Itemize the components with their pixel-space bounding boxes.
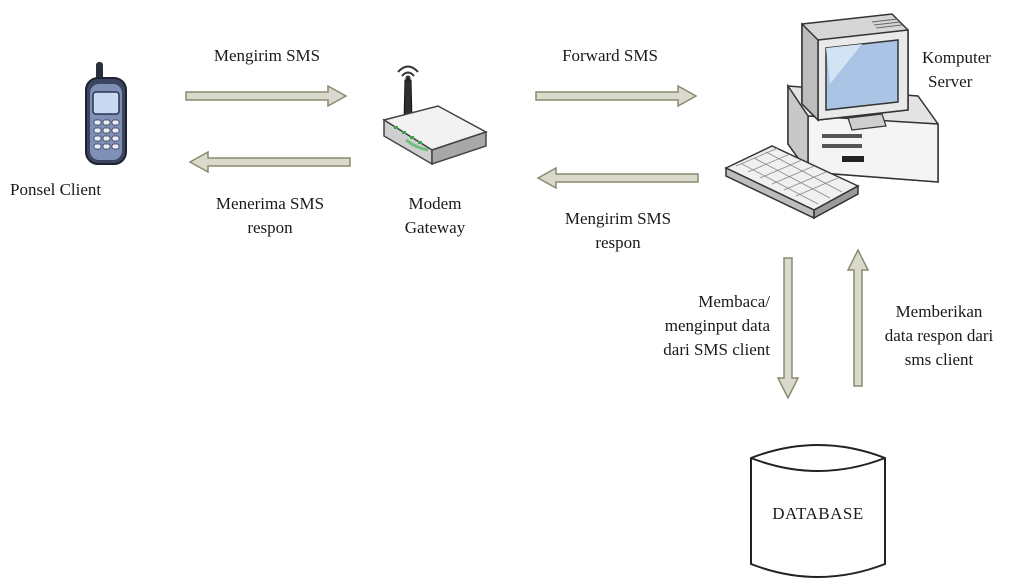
arrow-db-to-server xyxy=(846,248,870,387)
memberikan-line-1: Memberikan xyxy=(895,302,983,321)
modem-router-icon xyxy=(382,65,488,166)
arrow-label-forward-sms: Forward SMS xyxy=(562,46,658,65)
database-label: DATABASE xyxy=(772,504,864,523)
server-label-line-2: Server xyxy=(928,72,973,91)
arrow-modem-to-phone xyxy=(188,150,351,174)
membaca-line-3: dari SMS client xyxy=(663,340,770,359)
memberikan-line-3: sms client xyxy=(904,350,974,369)
database-cylinder-icon xyxy=(750,444,886,578)
phone-client-label: Ponsel Client xyxy=(10,180,102,199)
arrow-label-mengirim-sms-respon: Mengirim SMS respon xyxy=(528,207,708,255)
server-label-line-1: Komputer xyxy=(922,48,991,67)
membaca-line-1: Membaca/ xyxy=(698,292,770,311)
arrow-label-membaca-menginput: Membaca/ menginput data dari SMS client xyxy=(580,290,770,362)
mobile-phone-icon xyxy=(85,62,127,165)
computer-server-icon xyxy=(724,13,939,220)
modem-label-line-2: Gateway xyxy=(404,218,466,237)
mengirim-respon-line-2: respon xyxy=(595,233,641,252)
mengirim-respon-line-1: Mengirim SMS xyxy=(564,209,672,228)
arrow-server-to-modem xyxy=(536,166,699,190)
memberikan-line-2: data respon dari xyxy=(884,326,994,345)
arrow-label-memberikan-data: Memberikan data respon dari sms client xyxy=(864,300,1014,372)
menerima-line-2: respon xyxy=(247,218,293,237)
modem-label-line-1: Modem xyxy=(408,194,462,213)
arrow-server-to-db xyxy=(776,257,800,400)
arrow-label-menerima-sms-respon: Menerima SMS respon xyxy=(180,192,360,240)
arrow-phone-to-modem xyxy=(185,84,348,108)
computer-server-label: Komputer Server xyxy=(922,46,991,94)
membaca-line-2: menginput data xyxy=(664,316,770,335)
arrow-label-mengirim-sms: Mengirim SMS xyxy=(213,46,321,65)
modem-gateway-label: Modem Gateway xyxy=(380,192,490,240)
arrow-modem-to-server xyxy=(535,84,698,108)
menerima-line-1: Menerima SMS xyxy=(215,194,325,213)
